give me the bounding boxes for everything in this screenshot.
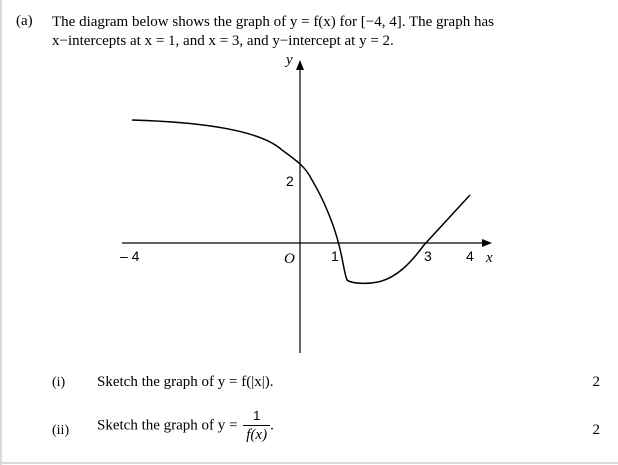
part-a-label: (a) bbox=[16, 13, 33, 29]
origin-label: O bbox=[284, 251, 295, 267]
tick-label-neg4: – 4 bbox=[120, 248, 140, 264]
subpart-ii-text: Sketch the graph of y = 1 f(x) . bbox=[97, 408, 274, 444]
tick-label-3: 3 bbox=[424, 248, 432, 264]
subpart-i-label: (i) bbox=[52, 375, 66, 390]
fraction: 1 f(x) bbox=[243, 408, 271, 444]
x-axis-label: x bbox=[485, 250, 493, 266]
tick-label-4: 4 bbox=[466, 248, 474, 264]
y-intercept-label: 2 bbox=[286, 173, 294, 189]
subpart-ii-label: (ii) bbox=[52, 423, 70, 438]
subpart-ii-prefix: Sketch the graph of y = bbox=[97, 417, 238, 434]
y-axis-label: y bbox=[284, 52, 293, 68]
fraction-denominator: f(x) bbox=[243, 425, 271, 444]
subpart-ii-suffix: . bbox=[270, 417, 274, 434]
subpart-i-marks: 2 bbox=[592, 374, 601, 390]
intro-line-2: x−intercepts at x = 1, and x = 3, and y−… bbox=[52, 33, 394, 49]
subpart-i-text: Sketch the graph of y = f(|x|). bbox=[97, 374, 274, 390]
question-intro: The diagram below shows the graph of y =… bbox=[52, 13, 612, 51]
curve-f-of-x bbox=[131, 119, 471, 285]
page-left-border bbox=[0, 0, 2, 465]
fraction-numerator: 1 bbox=[253, 408, 261, 423]
intro-line-1: The diagram below shows the graph of y =… bbox=[52, 14, 494, 30]
page-bottom-border bbox=[0, 462, 618, 464]
subpart-ii-marks: 2 bbox=[592, 422, 601, 438]
tick-label-1: 1 bbox=[331, 248, 339, 264]
